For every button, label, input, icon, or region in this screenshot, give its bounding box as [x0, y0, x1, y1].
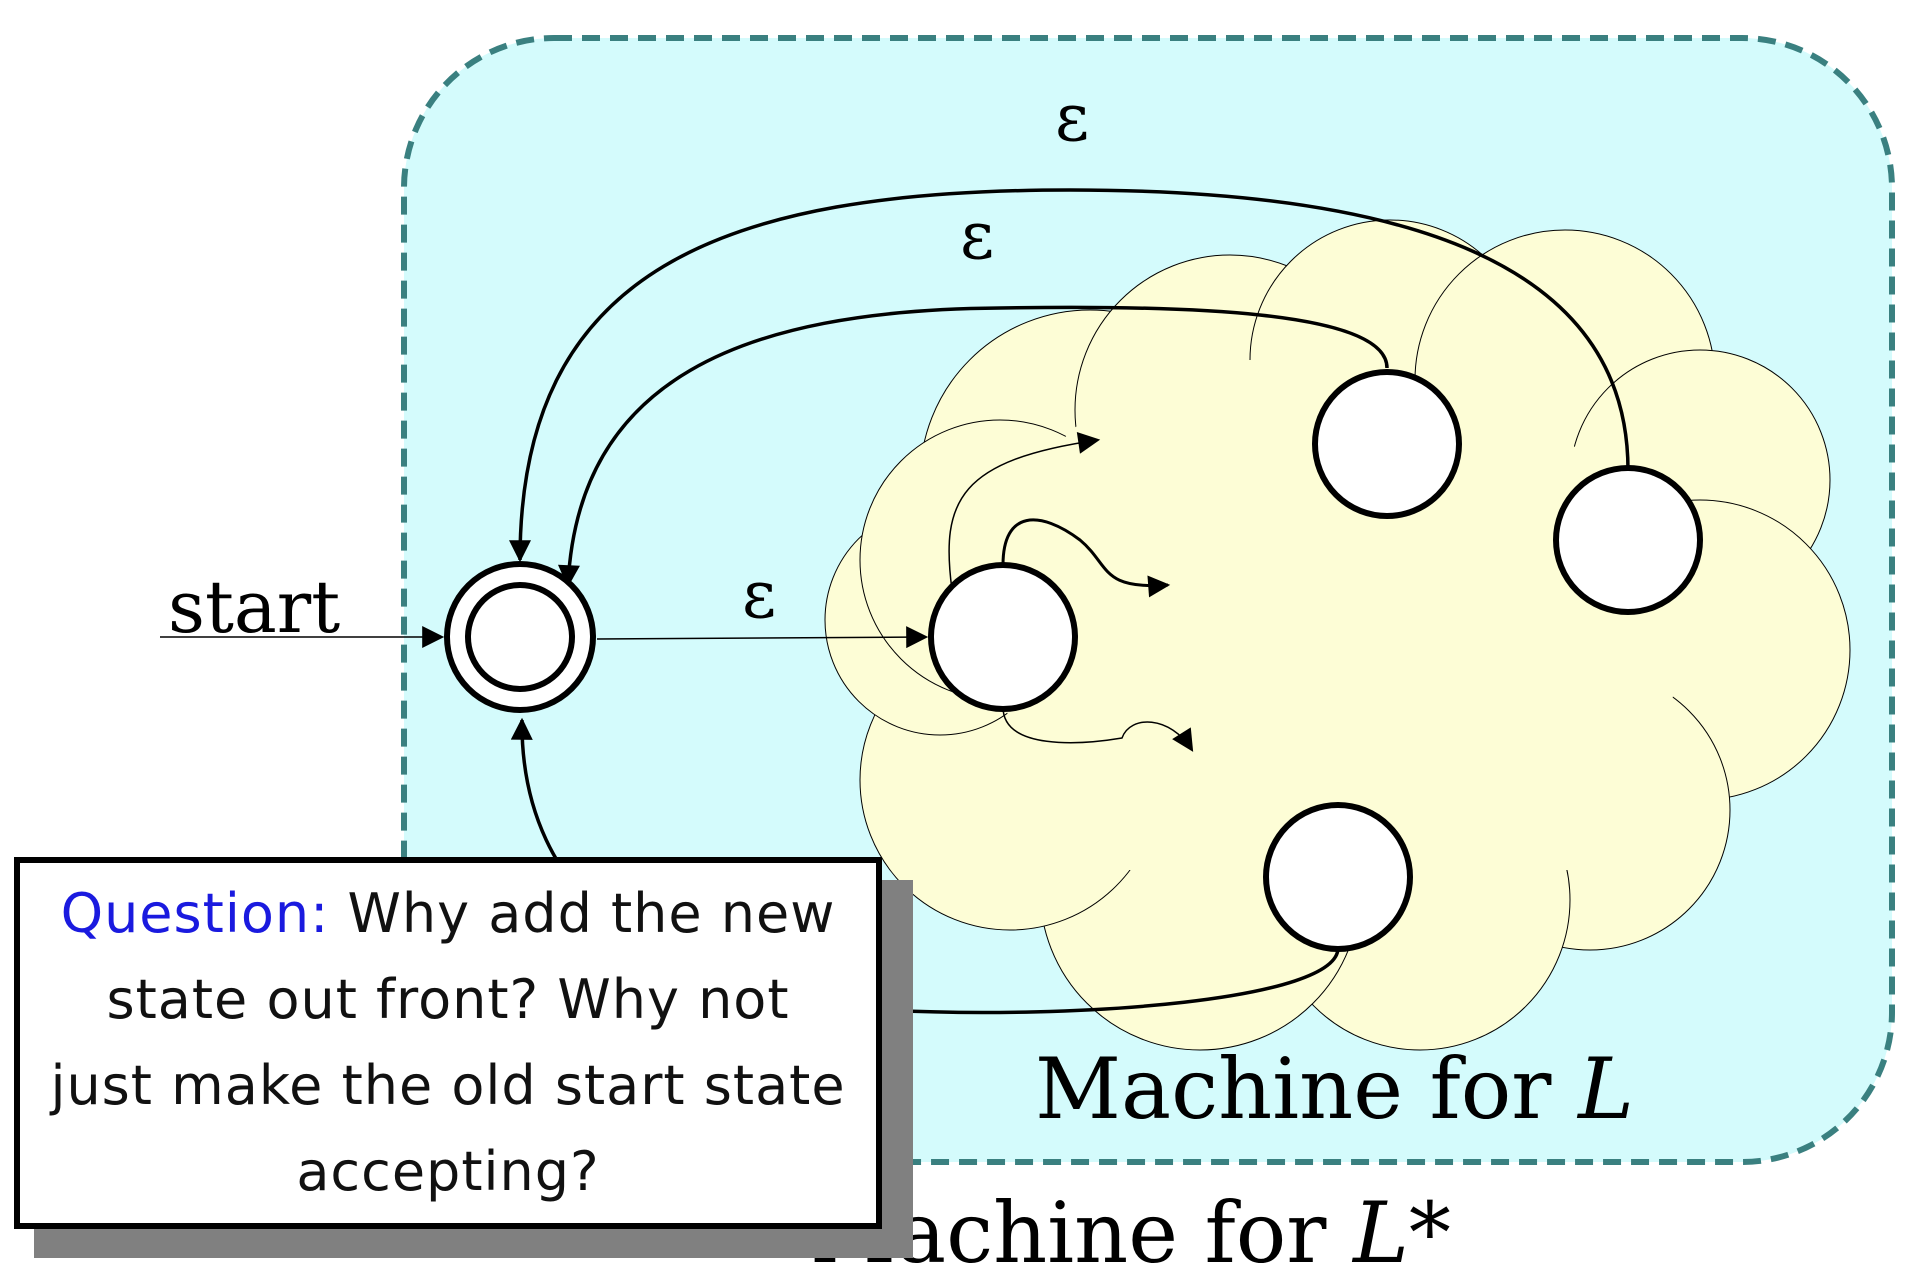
epsilon-label-top: ε: [1055, 79, 1089, 156]
inner-transition-3: [1002, 706, 1194, 752]
callout-text: Question: Why add the new state out fron…: [50, 871, 846, 1215]
accepting-state-upper: [1312, 369, 1462, 519]
inner-transition-1: [948, 431, 1101, 591]
epsilon-arc-inner: [557, 305, 1389, 588]
epsilon-label-right: ε: [742, 556, 776, 633]
question-callout: Question: Why add the new state out fron…: [14, 857, 882, 1229]
inner-transition-2: [1001, 518, 1171, 598]
epsilon-transition-to-old-start: [596, 626, 929, 649]
accepting-state-bottom: [1263, 802, 1413, 952]
accepting-state-right: [1553, 465, 1703, 615]
question-body: Why add the new state out front? Why not…: [50, 882, 846, 1203]
start-label: start: [168, 565, 340, 649]
old-start-state: [928, 562, 1078, 712]
new-start-state: [444, 561, 596, 713]
machine-l-label: Machine for L: [1035, 1040, 1634, 1138]
question-label: Question:: [60, 882, 330, 945]
epsilon-label-mid: ε: [960, 197, 994, 274]
epsilon-arc-outer: [509, 188, 1630, 563]
